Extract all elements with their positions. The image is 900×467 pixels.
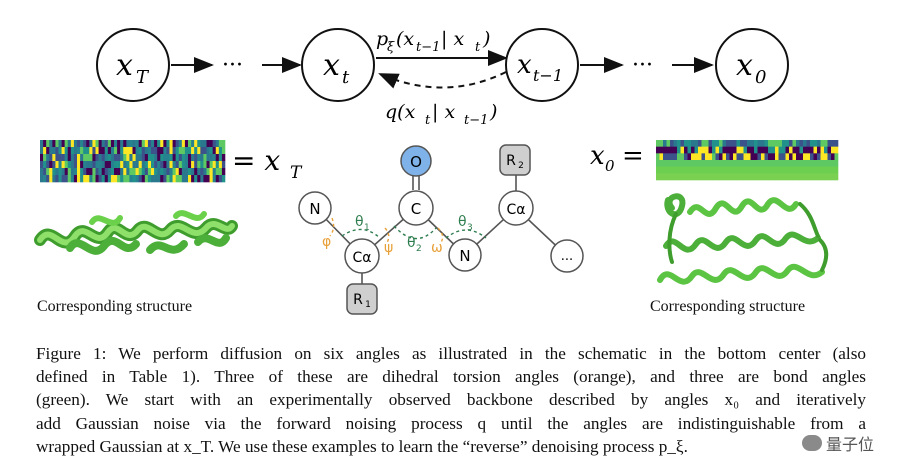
svg-text:2: 2 bbox=[416, 244, 422, 254]
figure-caption: Figure 1: We perform diffusion on six an… bbox=[36, 342, 866, 458]
svg-text:= x: = x bbox=[232, 144, 280, 177]
svg-text:t−1: t−1 bbox=[416, 40, 440, 55]
caption-line-5: wrapped Gaussian at x_T. We use these ex… bbox=[36, 436, 688, 456]
atom-calpha-1: Cα bbox=[344, 238, 380, 274]
svg-text:ξ: ξ bbox=[387, 40, 395, 55]
svg-text:N: N bbox=[309, 200, 320, 218]
svg-text:0: 0 bbox=[755, 67, 766, 88]
svg-text:θ: θ bbox=[355, 214, 364, 230]
svg-text:1: 1 bbox=[364, 223, 370, 233]
svg-text:t: t bbox=[425, 113, 431, 128]
caption-line-3: (green). We start with an experimentally… bbox=[36, 390, 866, 410]
forward-process-arrow bbox=[378, 71, 507, 89]
svg-text:R: R bbox=[353, 292, 363, 308]
svg-text:| x: | x bbox=[441, 28, 464, 50]
equals-x-T: = x T bbox=[232, 144, 303, 183]
node-x-0: x 0 bbox=[715, 28, 789, 102]
angle-psi: ψ bbox=[384, 240, 393, 256]
angle-theta-1: θ 1 bbox=[355, 214, 370, 233]
svg-text:x: x bbox=[116, 48, 133, 83]
node-x-t-minus-1: x t−1 bbox=[505, 28, 579, 102]
svg-text:x: x bbox=[323, 48, 340, 83]
svg-text:): ) bbox=[489, 101, 497, 123]
caption-line-2: defined in Table 1). Three of these are … bbox=[36, 367, 866, 387]
caption-line-1: Figure 1: We perform diffusion on six an… bbox=[36, 344, 866, 363]
svg-text:Cα: Cα bbox=[506, 202, 525, 218]
watermark: 量子位 bbox=[797, 431, 878, 455]
svg-text:Cα: Cα bbox=[352, 250, 371, 266]
clean-angle-heatmap bbox=[656, 140, 839, 181]
svg-text:T: T bbox=[136, 67, 150, 88]
svg-text:O: O bbox=[410, 153, 422, 171]
figure-svg: x T ··· x t p ξ (x t−1 | x t ) q(x t | x… bbox=[34, 28, 839, 315]
svg-text:t−1: t−1 bbox=[464, 113, 488, 128]
svg-text:1: 1 bbox=[365, 300, 371, 310]
x-0-equals: x 0 = bbox=[590, 141, 644, 175]
atom-nitrogen-2: N bbox=[448, 238, 482, 272]
diffusion-figure: x T ··· x t p ξ (x t−1 | x t ) q(x t | x… bbox=[34, 28, 839, 315]
noisy-structure-image bbox=[34, 210, 238, 255]
atom-oxygen: O bbox=[400, 145, 432, 177]
svg-text:2: 2 bbox=[518, 161, 524, 171]
svg-text:t: t bbox=[475, 40, 481, 55]
svg-text:N: N bbox=[459, 247, 470, 265]
svg-text:p: p bbox=[376, 28, 388, 50]
wechat-icon bbox=[801, 435, 822, 451]
svg-text:(x: (x bbox=[396, 28, 414, 50]
reverse-process-label: p ξ (x t−1 | x t ) bbox=[376, 28, 490, 55]
angle-theta-3: θ 3 bbox=[458, 214, 473, 233]
atom-carbon: C bbox=[398, 190, 434, 226]
node-x-T: x T bbox=[96, 28, 170, 102]
node-x-t: x t bbox=[301, 28, 375, 102]
svg-text:3: 3 bbox=[467, 223, 473, 233]
forward-process-label: q(x t | x t−1 ) bbox=[385, 101, 497, 128]
structure-label-left: Corresponding structure bbox=[37, 298, 193, 315]
clean-helix-structure-image bbox=[657, 193, 829, 285]
atom-continuation: ... bbox=[550, 239, 584, 273]
svg-text:q(x: q(x bbox=[385, 101, 416, 123]
svg-text:θ: θ bbox=[407, 235, 416, 251]
svg-text:| x: | x bbox=[432, 101, 455, 123]
svg-text:): ) bbox=[482, 28, 490, 50]
svg-text:...: ... bbox=[561, 249, 573, 264]
angle-omega: ω bbox=[431, 240, 443, 256]
svg-text:t: t bbox=[342, 67, 350, 88]
watermark-text: 量子位 bbox=[825, 435, 874, 454]
angle-phi: φ bbox=[322, 234, 331, 250]
sidechain-r2: R 2 bbox=[499, 144, 531, 176]
angle-theta-2: θ 2 bbox=[407, 235, 422, 254]
svg-text:=: = bbox=[622, 141, 644, 171]
backbone-schematic: O C N Cα R 1 N Cα R 2 bbox=[298, 144, 584, 315]
svg-text:x: x bbox=[590, 141, 605, 171]
atom-calpha-2: Cα bbox=[498, 190, 534, 226]
ellipsis-left: ··· bbox=[222, 53, 243, 78]
caption-line-4: add Gaussian noise via the forward noisi… bbox=[36, 413, 866, 433]
svg-text:T: T bbox=[290, 163, 303, 183]
svg-text:C: C bbox=[411, 200, 421, 218]
ellipsis-right: ··· bbox=[632, 53, 653, 78]
svg-text:t−1: t−1 bbox=[533, 66, 563, 85]
svg-text:0: 0 bbox=[605, 157, 615, 175]
atom-nitrogen-1: N bbox=[298, 191, 332, 225]
svg-text:x: x bbox=[736, 48, 753, 83]
sidechain-r1: R 1 bbox=[346, 283, 378, 315]
svg-text:x: x bbox=[517, 50, 532, 80]
svg-text:R: R bbox=[506, 153, 516, 169]
svg-text:θ: θ bbox=[458, 214, 467, 230]
noisy-angle-heatmap bbox=[40, 140, 226, 183]
structure-label-right: Corresponding structure bbox=[650, 298, 806, 315]
